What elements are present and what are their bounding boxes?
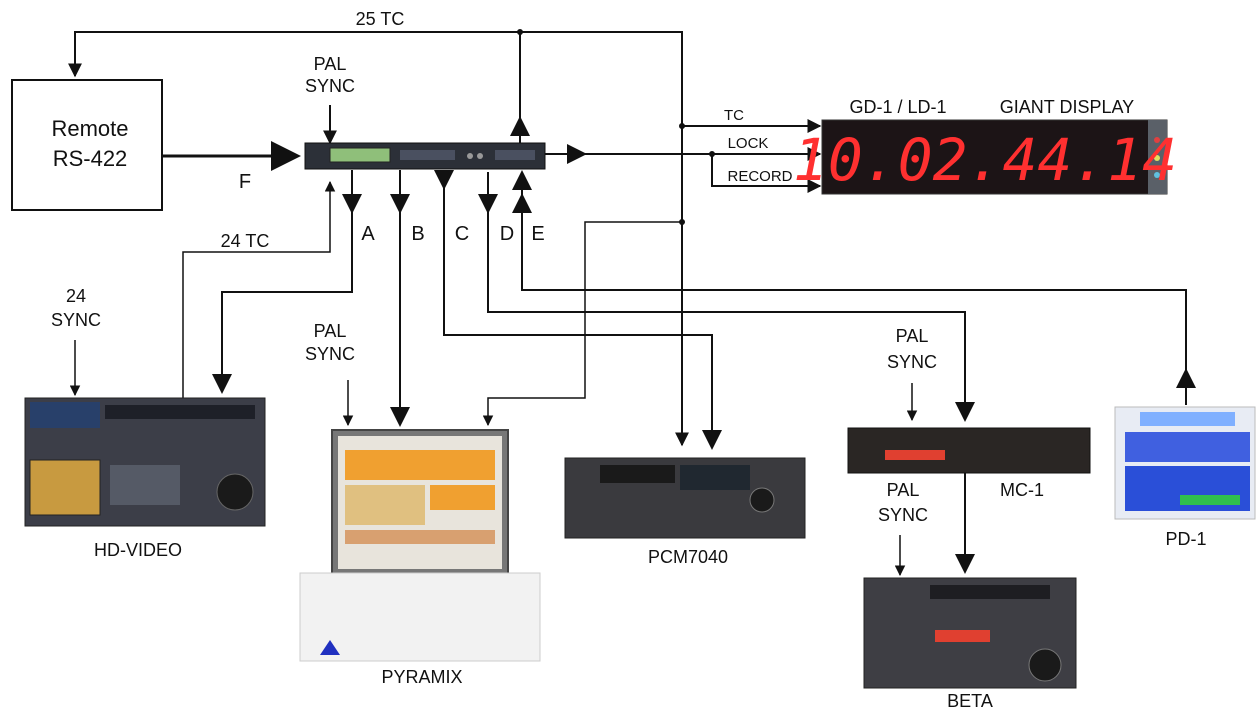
wire-25tc-pcm	[520, 31, 689, 447]
pd1-device	[1114, 406, 1256, 520]
junction-dot	[679, 219, 685, 225]
label-24sync-2: SYNC	[51, 310, 101, 330]
label-c: C	[455, 223, 469, 245]
hd-video-device	[24, 397, 266, 527]
label-e: E	[531, 223, 544, 245]
remote-label: Remote	[51, 116, 128, 141]
giant-display-unit: 10.02.44.14	[793, 119, 1177, 195]
label-25tc: 25 TC	[356, 9, 405, 29]
wire-record	[711, 154, 822, 193]
pcm7040-device	[564, 457, 806, 539]
label-giant-display: GIANT DISPLAY	[1000, 97, 1134, 117]
rack-buttons	[400, 150, 455, 160]
wire-e	[512, 170, 1187, 405]
junction-dot	[709, 151, 715, 157]
label-beta: BETA	[947, 691, 993, 711]
wire-a	[212, 170, 353, 394]
mc1-device	[847, 427, 1091, 474]
label-24sync-1: 24	[66, 286, 86, 306]
label-gd1: GD-1 / LD-1	[849, 97, 946, 117]
label-pal-pyramix-1: PAL	[314, 321, 347, 341]
pyramix-device	[299, 429, 541, 662]
remote-rs422-box: Remote RS-422	[11, 79, 163, 211]
label-pal-top-2: SYNC	[305, 76, 355, 96]
junction-dot	[517, 29, 523, 35]
label-hd-video: HD-VIDEO	[94, 540, 182, 560]
label-pal-top-1: PAL	[314, 54, 347, 74]
label-a: A	[361, 223, 375, 245]
junction-dot	[679, 123, 685, 129]
label-pd1: PD-1	[1165, 529, 1206, 549]
label-pal-mc1-1: PAL	[896, 326, 929, 346]
wire-24tc	[182, 180, 336, 400]
label-pcm7040: PCM7040	[648, 547, 728, 567]
label-lock: LOCK	[728, 135, 769, 152]
label-pal-beta-2: SYNC	[878, 505, 928, 525]
label-b: B	[411, 223, 424, 245]
label-pal-mc1-2: SYNC	[887, 352, 937, 372]
timecode-readout: 10.02.44.14	[793, 126, 1177, 194]
labels: 25 TC PAL SYNC F 24 TC A B C D E TC LOCK…	[51, 9, 1207, 711]
label-record: RECORD	[727, 168, 792, 185]
beta-device	[863, 577, 1077, 689]
wires	[68, 29, 1196, 577]
wire-tc-pyramix	[482, 221, 682, 427]
label-f: F	[239, 171, 251, 193]
label-24tc: 24 TC	[221, 231, 270, 251]
wire-c	[443, 170, 722, 450]
label-pal-pyramix-2: SYNC	[305, 344, 355, 364]
label-pal-beta-1: PAL	[887, 480, 920, 500]
wire-d	[487, 172, 975, 422]
label-tc: TC	[724, 107, 744, 124]
label-d: D	[500, 223, 514, 245]
rs422-label: RS-422	[53, 146, 128, 171]
label-pyramix: PYRAMIX	[381, 667, 462, 687]
rack-lcd	[329, 147, 391, 163]
sync-rack-unit	[304, 142, 546, 170]
wire-25tc	[68, 31, 521, 130]
label-mc1: MC-1	[1000, 480, 1044, 500]
